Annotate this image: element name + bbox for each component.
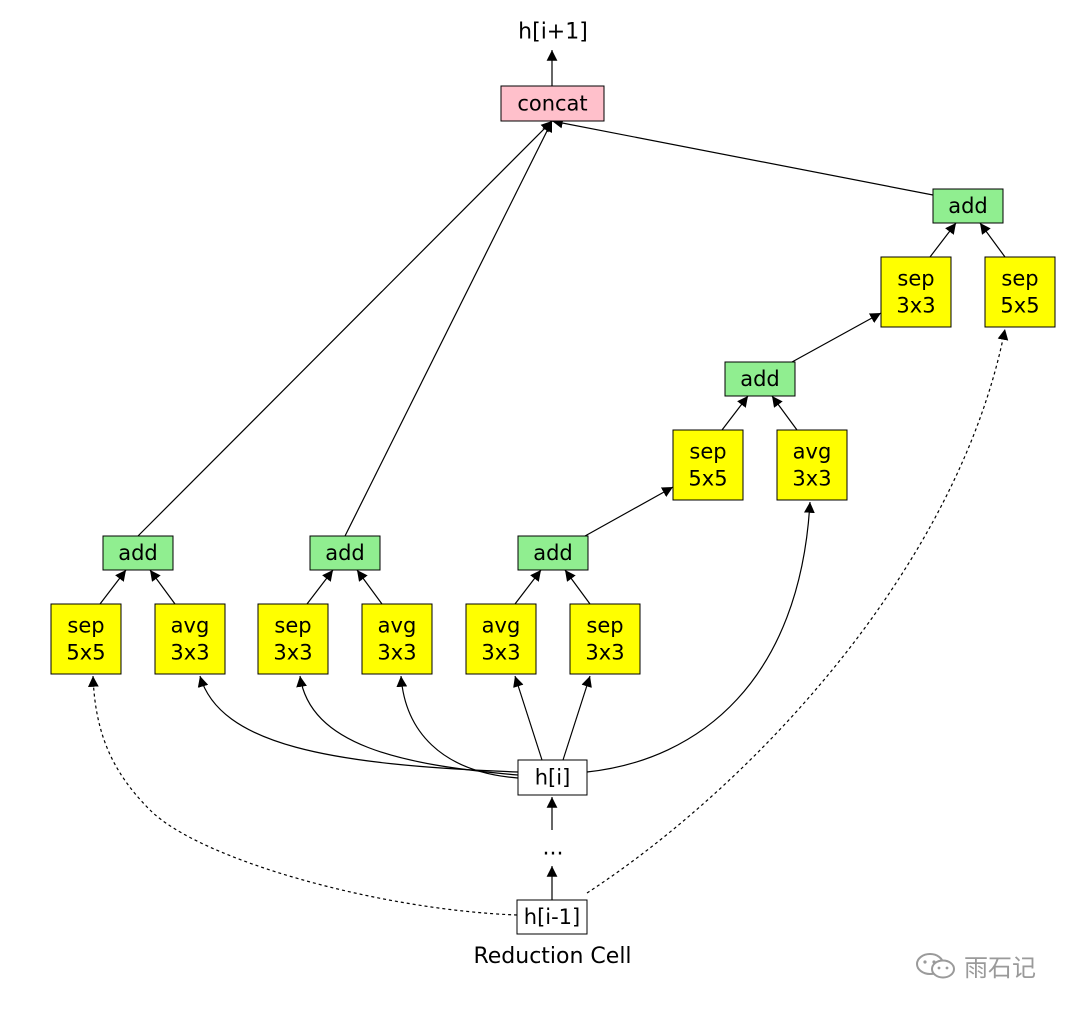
add-box bbox=[102, 535, 174, 571]
op-box bbox=[880, 256, 952, 328]
node-label: add bbox=[948, 194, 988, 218]
edge-add2-to-concat bbox=[344, 120, 553, 537]
node-output: h[i+1] bbox=[518, 20, 588, 45]
io-box bbox=[516, 899, 588, 935]
node-label: h[i+1] bbox=[518, 20, 588, 45]
node-op-sep5x5-d: sep 5x5 bbox=[672, 429, 744, 501]
node-op-sep5x5-a: sep 5x5 bbox=[50, 603, 122, 675]
node-label: add bbox=[533, 541, 573, 565]
node-label: sep bbox=[1001, 267, 1038, 291]
node-label: add bbox=[118, 541, 158, 565]
node-label: h[i] bbox=[535, 766, 571, 790]
node-add4: add bbox=[724, 361, 796, 397]
watermark-text: 雨石记 bbox=[964, 954, 1036, 982]
op-box bbox=[50, 603, 122, 675]
op-box bbox=[154, 603, 226, 675]
edge-h_i-to-op_avg3x3_c bbox=[513, 675, 543, 761]
node-label: avg bbox=[482, 614, 521, 638]
node-label: 5x5 bbox=[66, 641, 105, 665]
watermark: 雨石记 bbox=[914, 948, 1036, 983]
edge-op_avg3x3_c-to-add3 bbox=[514, 569, 542, 605]
edge-h_i-to-op_sep3x3_b bbox=[296, 675, 519, 776]
edge-h_i-to-op_avg3x3_b bbox=[396, 675, 519, 779]
add-box bbox=[932, 188, 1004, 224]
node-label: ... bbox=[543, 836, 564, 861]
edge-op_avg3x3_a-to-add1 bbox=[149, 569, 176, 605]
op-box bbox=[361, 603, 433, 675]
node-label: sep bbox=[897, 267, 934, 291]
node-add3: add bbox=[517, 535, 589, 571]
edge-h_i-to-op_avg3x3_a bbox=[197, 675, 519, 773]
node-h-i: h[i] bbox=[517, 759, 588, 796]
node-label: avg bbox=[793, 440, 832, 464]
node-label: 3x3 bbox=[792, 467, 831, 491]
edge-h_im1-to-op_sep5x5_a bbox=[88, 675, 518, 916]
node-op-sep3x3-e: sep 3x3 bbox=[880, 256, 952, 328]
edge-add5-to-concat bbox=[551, 117, 934, 196]
node-op-avg3x3-c: avg 3x3 bbox=[465, 603, 537, 675]
edge-op_sep3x3_c-to-add3 bbox=[564, 569, 591, 605]
node-add2: add bbox=[309, 535, 381, 571]
node-h-im1: h[i-1] bbox=[516, 899, 588, 935]
diagram-caption: Reduction Cell bbox=[473, 944, 632, 969]
node-label: concat bbox=[517, 92, 587, 116]
node-dots: ... bbox=[543, 836, 564, 861]
node-label: 5x5 bbox=[1000, 294, 1039, 318]
edge-add4-to-op_sep3x3_e bbox=[791, 312, 882, 363]
node-label: sep bbox=[689, 440, 726, 464]
op-box bbox=[672, 429, 744, 501]
node-op-avg3x3-d: avg 3x3 bbox=[776, 429, 848, 501]
node-label: 3x3 bbox=[377, 641, 416, 665]
node-add5: add bbox=[932, 188, 1004, 224]
edge-h_im1-to-op_sep5x5_e bbox=[586, 328, 1009, 894]
node-label: 3x3 bbox=[896, 294, 935, 318]
node-label: sep bbox=[586, 614, 623, 638]
node-op-sep3x3-c: sep 3x3 bbox=[569, 603, 641, 675]
edges-layer bbox=[88, 50, 1009, 916]
edge-add3-to-op_sep5x5_d bbox=[584, 486, 674, 537]
node-label: 5x5 bbox=[688, 467, 727, 491]
wechat-icon bbox=[916, 952, 955, 978]
node-label: sep bbox=[274, 614, 311, 638]
edge-h_i-to-op_avg3x3_d bbox=[586, 501, 815, 773]
node-op-avg3x3-b: avg 3x3 bbox=[361, 603, 433, 675]
add-box bbox=[517, 535, 589, 571]
node-label: 3x3 bbox=[585, 641, 624, 665]
node-concat: concat bbox=[500, 85, 605, 122]
op-box bbox=[984, 256, 1056, 328]
op-box bbox=[776, 429, 848, 501]
op-box bbox=[569, 603, 641, 675]
concat-box bbox=[500, 85, 605, 122]
edge-op_avg3x3_d-to-add4 bbox=[771, 395, 798, 431]
add-box bbox=[724, 361, 796, 397]
add-box bbox=[309, 535, 381, 571]
edge-op_sep5x5_e-to-add5 bbox=[979, 222, 1006, 258]
node-label: add bbox=[740, 367, 780, 391]
edge-op_sep3x3_e-to-add5 bbox=[929, 222, 957, 258]
node-op-sep5x5-e: sep 5x5 bbox=[984, 256, 1056, 328]
node-label: 3x3 bbox=[170, 641, 209, 665]
node-label: 3x3 bbox=[481, 641, 520, 665]
node-op-sep3x3-b: sep 3x3 bbox=[257, 603, 329, 675]
node-label: sep bbox=[67, 614, 104, 638]
edge-h_i-to-op_sep3x3_c bbox=[562, 675, 592, 761]
node-label: avg bbox=[378, 614, 417, 638]
node-op-avg3x3-a: avg 3x3 bbox=[154, 603, 226, 675]
io-box bbox=[517, 759, 588, 796]
edge-add1-to-concat bbox=[137, 120, 553, 537]
node-label: h[i-1] bbox=[524, 905, 580, 929]
edge-op_sep5x5_a-to-add1 bbox=[99, 569, 127, 605]
edge-op_sep5x5_d-to-add4 bbox=[721, 395, 749, 431]
node-label: avg bbox=[171, 614, 210, 638]
node-label: 3x3 bbox=[273, 641, 312, 665]
node-label: add bbox=[325, 541, 365, 565]
edge-op_sep3x3_b-to-add2 bbox=[306, 569, 334, 605]
edge-op_avg3x3_b-to-add2 bbox=[356, 569, 383, 605]
node-add1: add bbox=[102, 535, 174, 571]
op-box bbox=[257, 603, 329, 675]
op-box bbox=[465, 603, 537, 675]
